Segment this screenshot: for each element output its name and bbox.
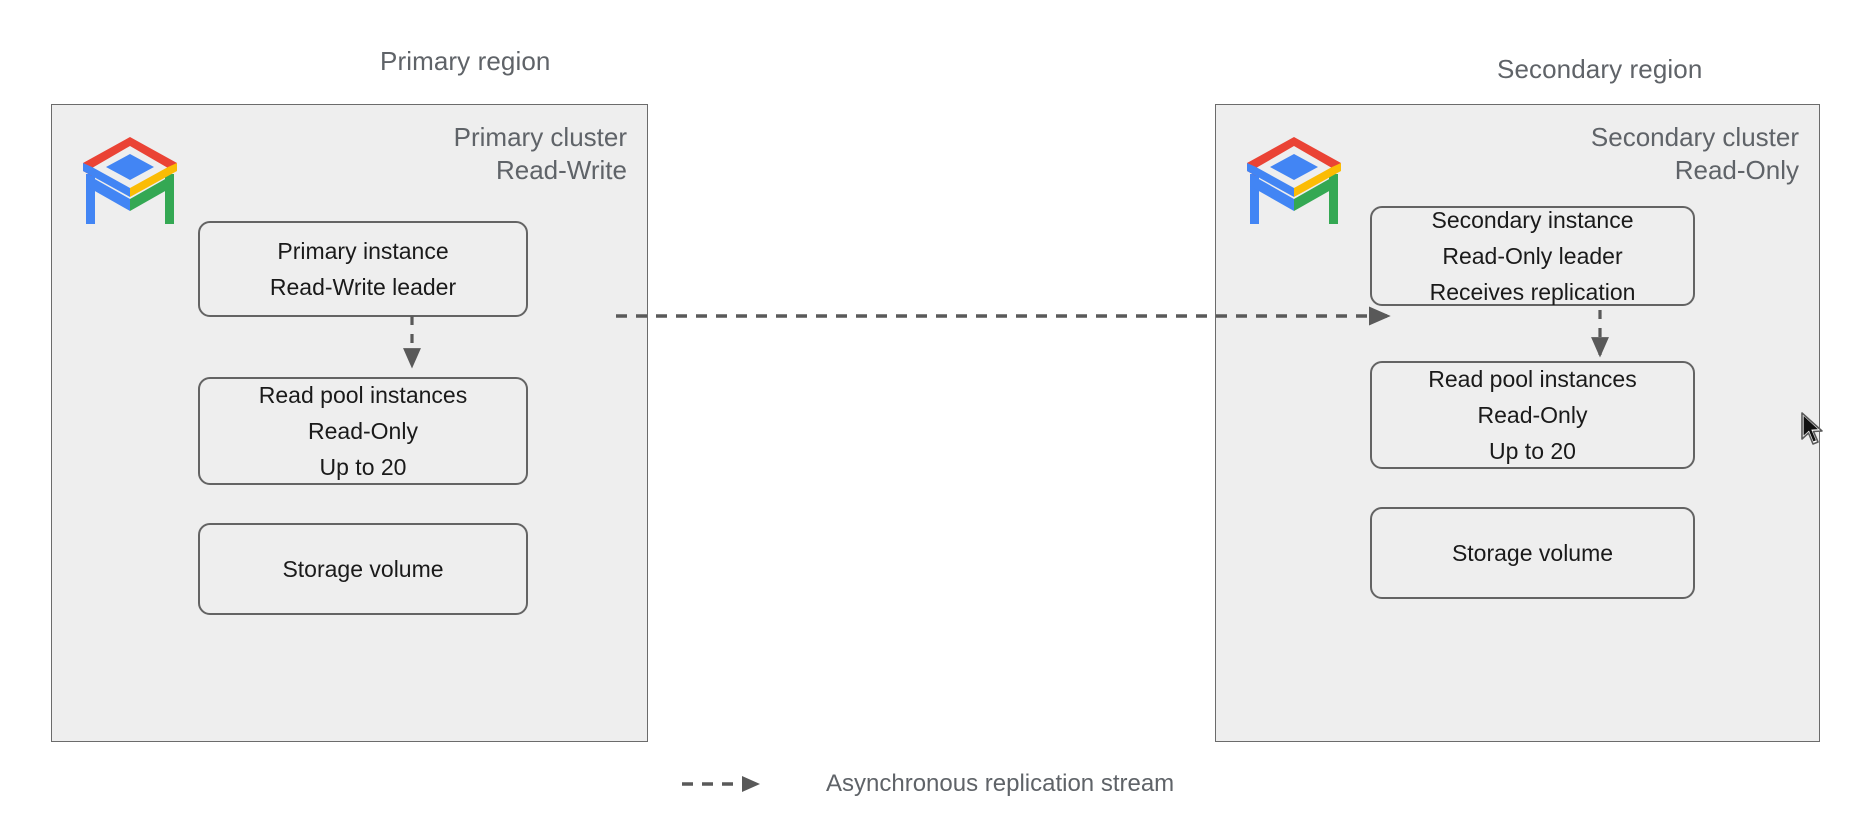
secondary-cluster-box: Secondary cluster Read-Only Secondary in…: [1215, 104, 1820, 742]
node-primary-storage-volume[interactable]: Storage volume: [198, 523, 528, 615]
primary-region-title: Primary region: [380, 46, 551, 76]
mouse-cursor-icon: [1801, 412, 1823, 445]
node-primary-instance[interactable]: Primary instance Read-Write leader: [198, 221, 528, 317]
node-primary-read-pool[interactable]: Read pool instances Read-Only Up to 20: [198, 377, 528, 485]
node-secondary-storage-volume[interactable]: Storage volume: [1370, 507, 1695, 599]
secondary-cluster-header: Secondary cluster Read-Only: [1590, 122, 1799, 185]
secondary-region-title: Secondary region: [1497, 54, 1703, 84]
alloydb-logo-icon: [83, 137, 177, 224]
node-secondary-instance[interactable]: Secondary instance Read-Only leader Rece…: [1370, 206, 1695, 306]
legend: Asynchronous replication stream: [680, 770, 1174, 798]
node-secondary-read-pool[interactable]: Read pool instances Read-Only Up to 20: [1370, 361, 1695, 469]
primary-cluster-box: Primary cluster Read-Write Primary insta…: [51, 104, 648, 742]
primary-cluster-header: Primary cluster Read-Write: [453, 122, 627, 185]
legend-label: Asynchronous replication stream: [826, 770, 1175, 797]
legend-dashed-arrow-icon: [682, 776, 760, 792]
alloydb-logo-icon: [1247, 137, 1341, 224]
